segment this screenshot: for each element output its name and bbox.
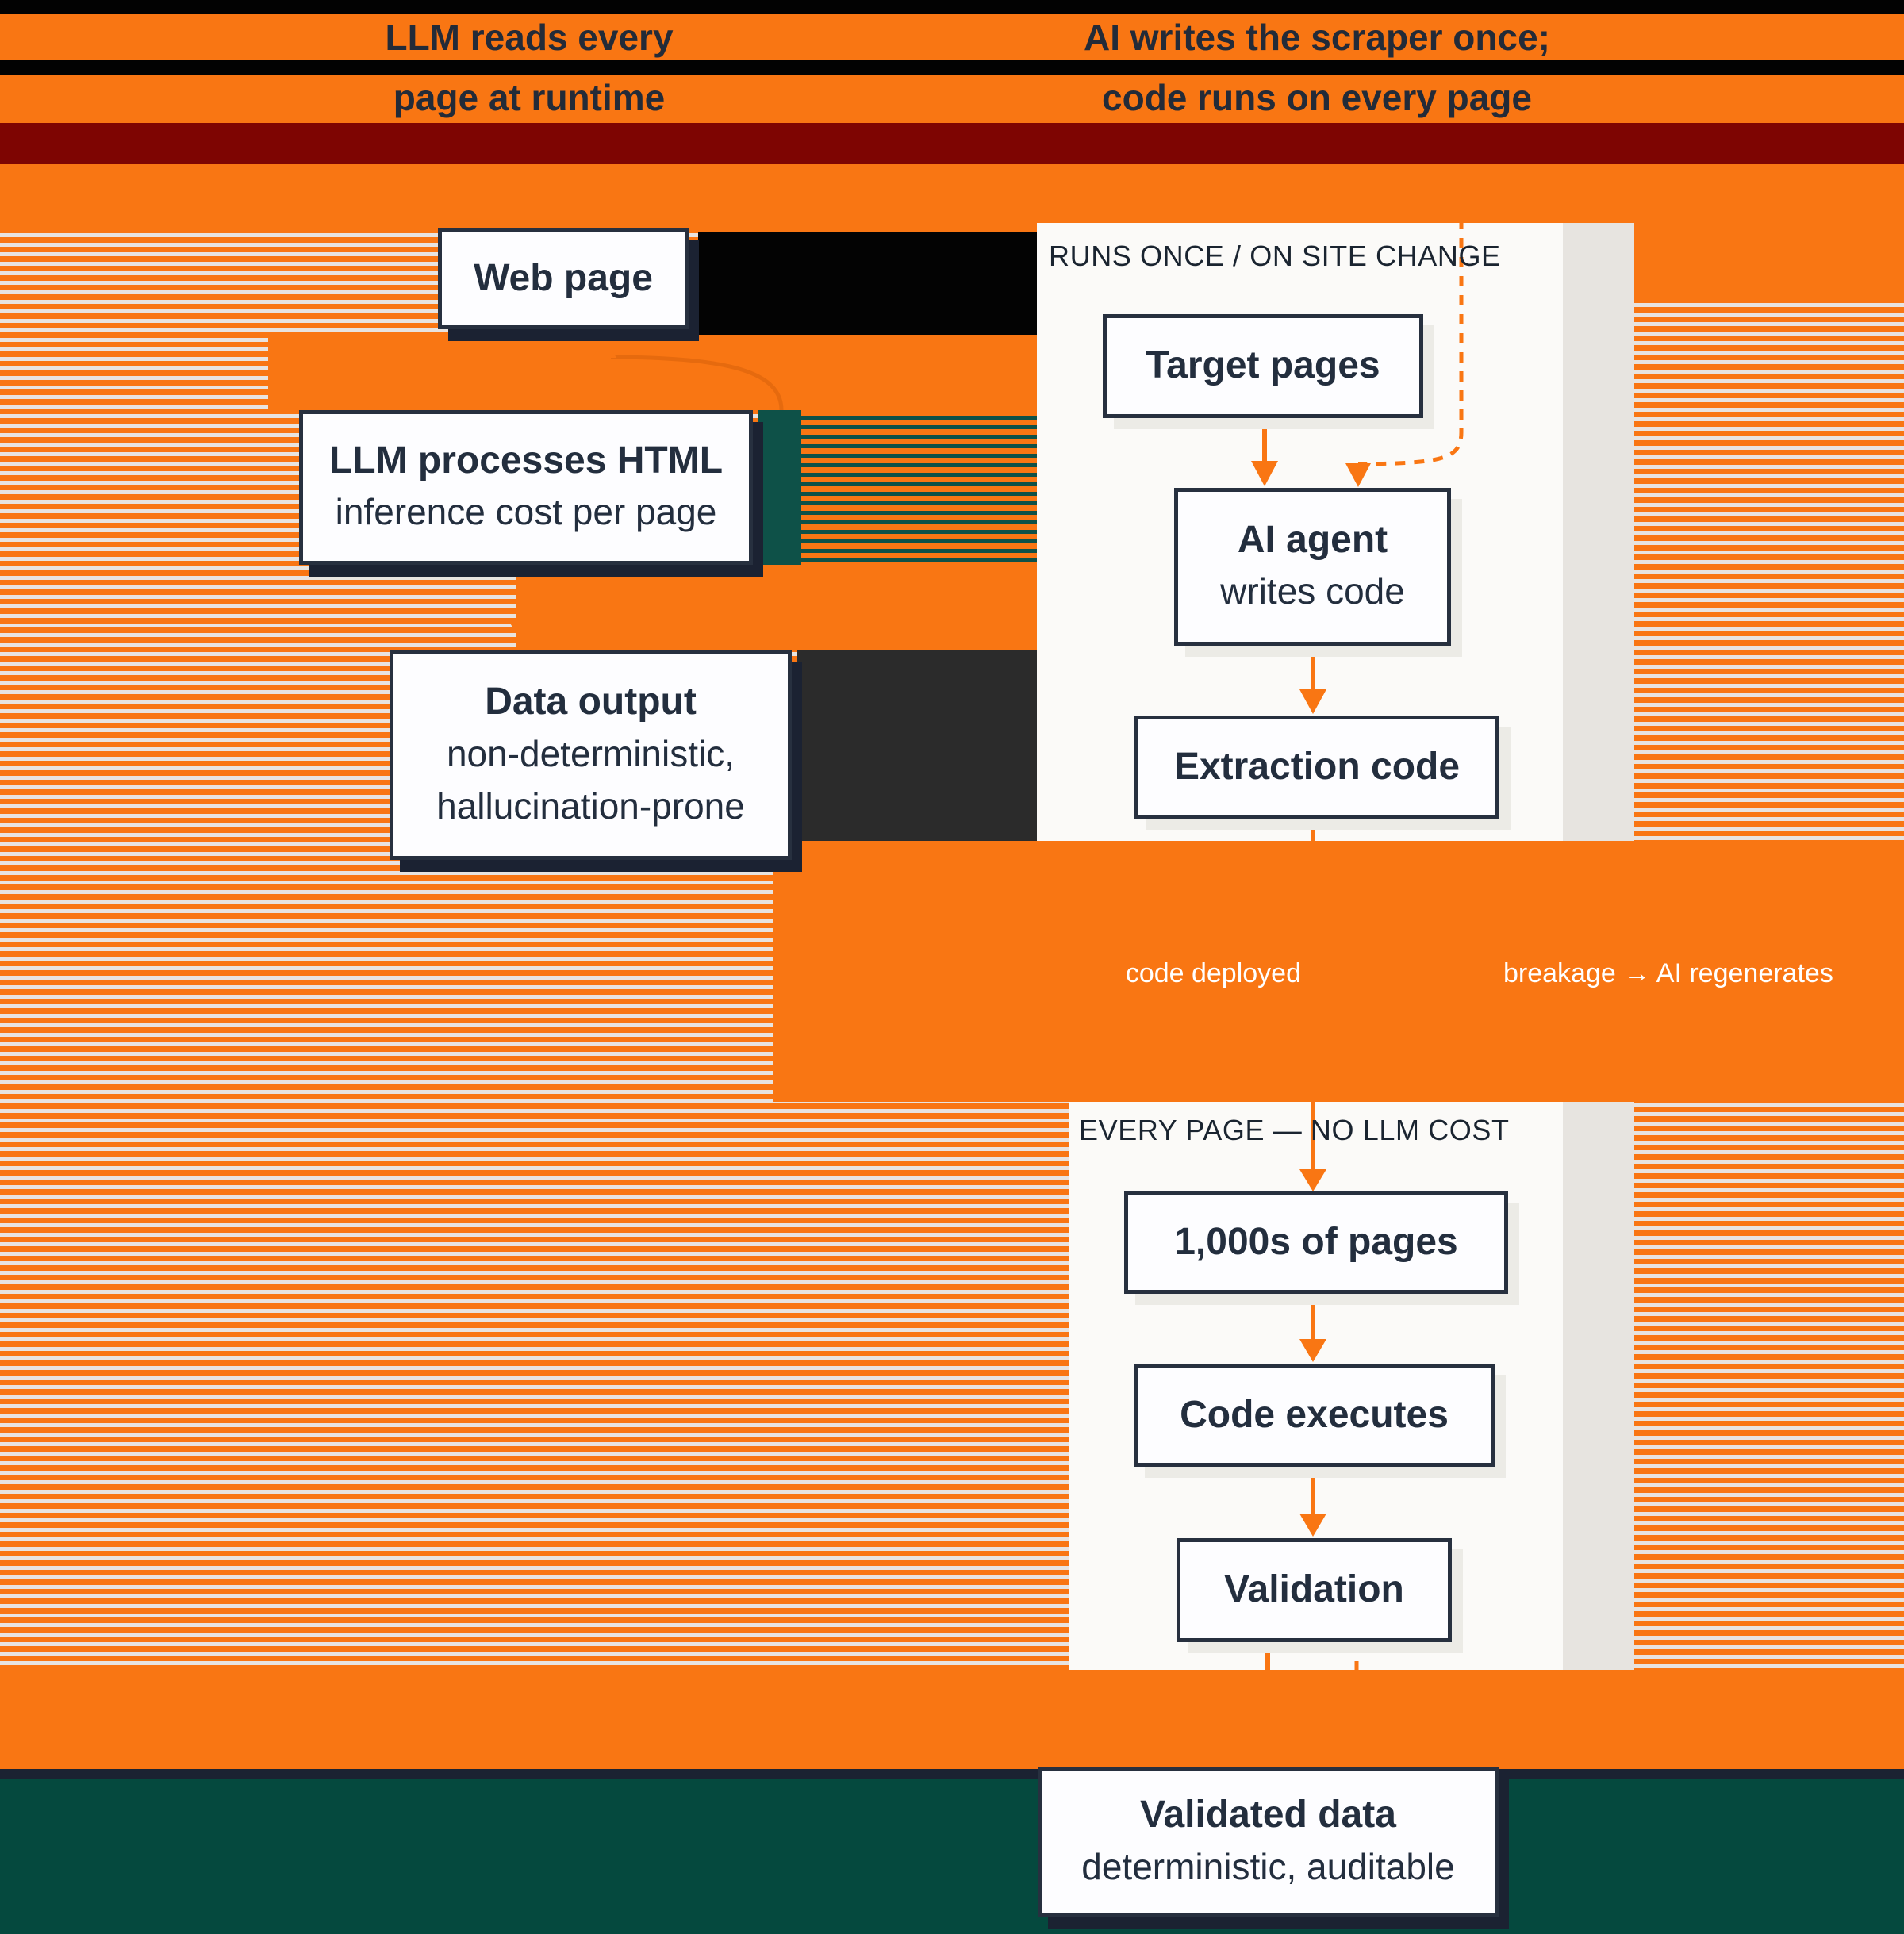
node-web-page: Web page [438, 228, 689, 329]
ai-agent-title: AI agent [1237, 518, 1388, 561]
validation-label: Validation [1224, 1568, 1404, 1611]
connector-band-2 [516, 565, 1037, 650]
gray-column-bottom [1563, 1102, 1634, 1670]
bottom-navy-bar [0, 1769, 1904, 1779]
black-rectangle [698, 232, 1037, 335]
maroon-band [0, 123, 1904, 164]
extraction-code-label: Extraction code [1173, 745, 1461, 788]
node-target-pages: Target pages [1103, 314, 1423, 418]
annotation-code-deployed: code deployed [1125, 958, 1301, 988]
bottom-teal-band [0, 1779, 1904, 1934]
validated-data-title: Validated data [1140, 1794, 1396, 1836]
output-subtitle-2: hallucination-prone [436, 785, 745, 827]
node-validated-data: Validated data deterministic, auditable [1038, 1767, 1499, 1917]
charcoal-rectangle [797, 650, 1037, 860]
bottom-orange-band [0, 1670, 1904, 1769]
code-executes-label: Code executes [1180, 1393, 1449, 1436]
left-header-line2: page at runtime [393, 77, 666, 118]
output-subtitle-1: non-deterministic, [446, 732, 735, 774]
node-llm-processes: LLM processes HTML inference cost per pa… [299, 410, 753, 565]
gray-column-top [1563, 223, 1634, 841]
panel1-label: RUNS ONCE / ON SITE CHANGE [1049, 240, 1501, 272]
annotation-breakage: breakage → AI regenerates [1503, 958, 1833, 988]
llm-title: LLM processes HTML [328, 439, 724, 482]
panel2-label: EVERY PAGE — NO LLM COST [1079, 1114, 1510, 1146]
node-code-executes: Code executes [1134, 1364, 1495, 1467]
connector-band [268, 335, 1037, 410]
left-header-line1: LLM reads every [385, 17, 674, 58]
node-thousands-pages: 1,000s of pages [1124, 1191, 1508, 1294]
middle-orange-band [774, 841, 1904, 1102]
top-black-band [0, 0, 1904, 14]
web-page-label: Web page [474, 256, 653, 299]
node-data-output: Data output non-deterministic, hallucina… [390, 650, 792, 860]
node-ai-agent: AI agent writes code [1174, 488, 1451, 646]
output-title: Data output [485, 681, 697, 723]
llm-subtitle: inference cost per page [335, 491, 717, 533]
teal-striped-block [801, 410, 1037, 565]
right-header-line1: AI writes the scraper once; [1084, 17, 1550, 58]
node-extraction-code: Extraction code [1134, 716, 1499, 819]
mid-black-band [0, 60, 1904, 75]
teal-column [758, 410, 801, 565]
node-validation: Validation [1177, 1538, 1452, 1642]
target-pages-label: Target pages [1146, 344, 1380, 387]
right-header-line2: code runs on every page [1102, 77, 1532, 118]
thousands-pages-label: 1,000s of pages [1174, 1221, 1458, 1264]
validated-data-subtitle: deterministic, auditable [1081, 1845, 1455, 1887]
ai-agent-subtitle: writes code [1220, 570, 1405, 612]
